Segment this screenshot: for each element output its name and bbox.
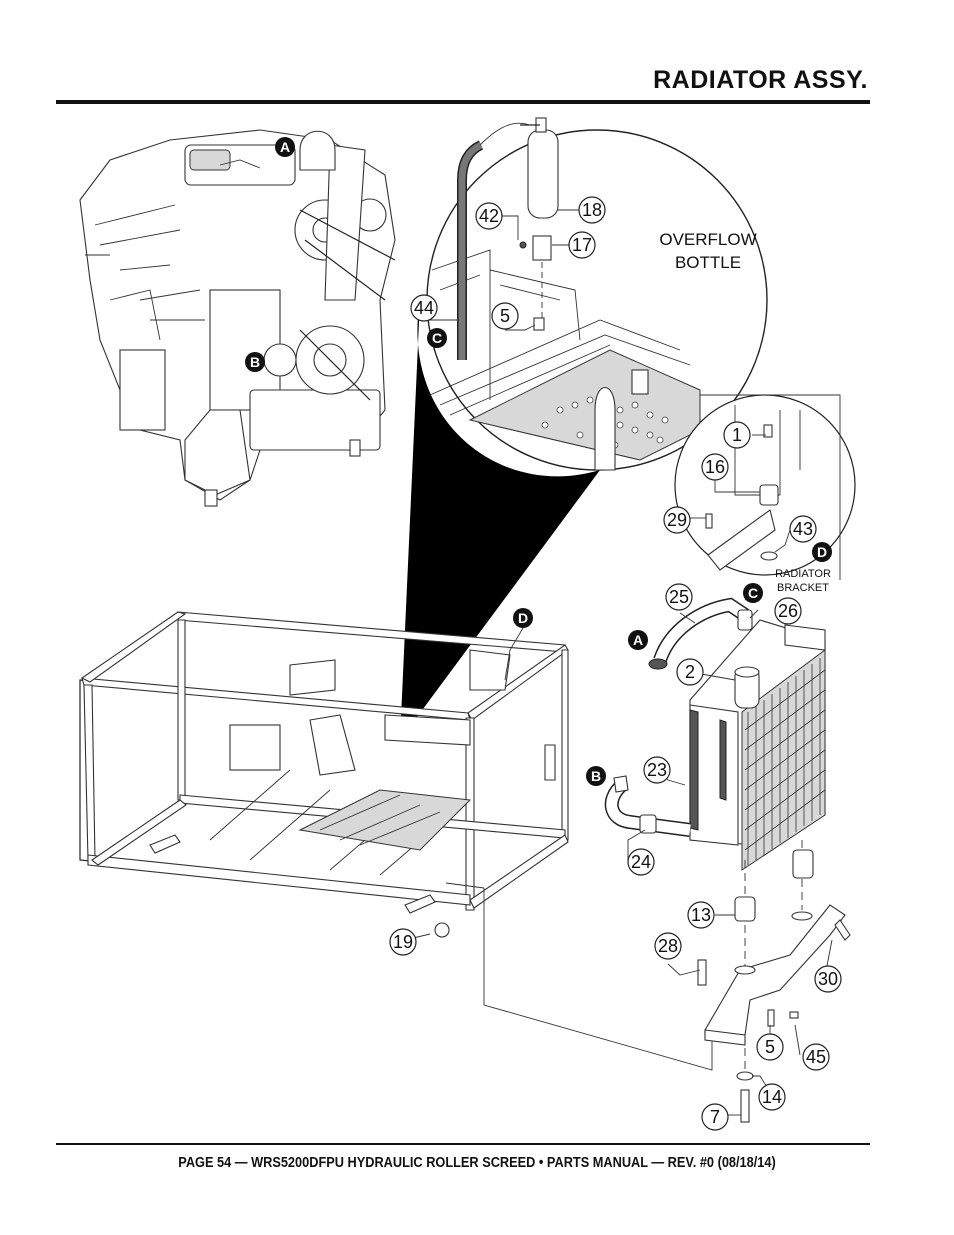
svg-text:D: D — [817, 544, 827, 560]
svg-text:43: 43 — [793, 519, 813, 539]
svg-text:7: 7 — [710, 1107, 720, 1127]
callout-5-upper: 5 — [491, 302, 519, 330]
radiator-bracket-label-line1: RADIATOR — [775, 568, 831, 580]
callout-18: 18 — [578, 196, 606, 224]
svg-text:B: B — [250, 354, 260, 370]
svg-text:18: 18 — [582, 200, 602, 220]
leader-frame-to-bracket — [483, 888, 713, 1071]
callout-45: 45 — [802, 1043, 830, 1071]
svg-text:28: 28 — [658, 936, 678, 956]
overflow-bottle-detail — [400, 117, 768, 740]
callout-23: 23 — [643, 756, 671, 784]
callout-19: 19 — [389, 928, 417, 956]
svg-text:A: A — [633, 632, 643, 648]
page-footer: PAGE 54 — WRS5200DFPU HYDRAULIC ROLLER S… — [178, 1155, 776, 1171]
svg-text:A: A — [280, 139, 290, 155]
callout-26: 26 — [774, 597, 802, 625]
marker-a-engine: A — [275, 137, 295, 157]
svg-text:C: C — [432, 330, 442, 346]
marker-b-hose: B — [586, 766, 606, 786]
zoom-pointer-wedge — [400, 300, 600, 740]
radiator-illustration — [604, 597, 826, 871]
page-title: RADIATOR ASSY. — [653, 66, 868, 94]
marker-c-bottle: C — [427, 328, 447, 348]
svg-text:26: 26 — [778, 601, 798, 621]
frame-illustration — [79, 611, 569, 938]
callout-29: 29 — [663, 506, 691, 534]
svg-text:5: 5 — [500, 306, 510, 326]
overflow-bottle-label-line1: OVERFLOW — [659, 230, 756, 249]
svg-text:19: 19 — [393, 932, 413, 952]
callout-42: 42 — [475, 202, 503, 230]
svg-text:30: 30 — [818, 969, 838, 989]
callout-30: 30 — [814, 965, 842, 993]
svg-text:17: 17 — [572, 235, 592, 255]
svg-text:42: 42 — [479, 206, 499, 226]
svg-text:C: C — [748, 585, 758, 601]
svg-text:44: 44 — [414, 298, 434, 318]
engine-illustration — [79, 129, 396, 507]
radiator-bracket-label-line2: BRACKET — [777, 582, 829, 594]
callout-17: 17 — [568, 231, 596, 259]
callout-7: 7 — [701, 1103, 729, 1131]
callout-2: 2 — [676, 658, 704, 686]
callout-28: 28 — [654, 932, 682, 960]
callout-43: 43 — [789, 515, 817, 543]
svg-text:16: 16 — [705, 457, 725, 477]
lower-bracket-illustration — [697, 840, 851, 1123]
svg-text:14: 14 — [762, 1087, 782, 1107]
svg-text:23: 23 — [647, 760, 667, 780]
svg-text:2: 2 — [685, 662, 695, 682]
marker-d-bracket: D — [812, 542, 832, 562]
callout-5-lower: 5 — [756, 1033, 784, 1061]
marker-a-hose: A — [628, 630, 648, 650]
svg-text:13: 13 — [691, 905, 711, 925]
footer-rule — [56, 1143, 870, 1145]
callout-24: 24 — [627, 848, 655, 876]
overflow-bottle-label-line2: BOTTLE — [675, 253, 741, 272]
svg-text:45: 45 — [806, 1047, 826, 1067]
callout-14: 14 — [758, 1083, 786, 1111]
marker-c-radiator: C — [743, 583, 763, 603]
svg-text:B: B — [591, 768, 601, 784]
svg-text:29: 29 — [667, 510, 687, 530]
marker-b-engine: B — [245, 352, 265, 372]
callout-13: 13 — [687, 901, 715, 929]
svg-text:24: 24 — [631, 852, 651, 872]
callout-25: 25 — [665, 583, 693, 611]
callout-1: 1 — [723, 421, 751, 449]
marker-d-frame: D — [513, 608, 533, 628]
svg-text:5: 5 — [765, 1037, 775, 1057]
header-rule — [56, 100, 870, 104]
svg-text:25: 25 — [669, 587, 689, 607]
svg-text:D: D — [518, 610, 528, 626]
callout-44: 44 — [410, 294, 438, 322]
callout-16: 16 — [701, 453, 729, 481]
svg-text:1: 1 — [732, 425, 742, 445]
